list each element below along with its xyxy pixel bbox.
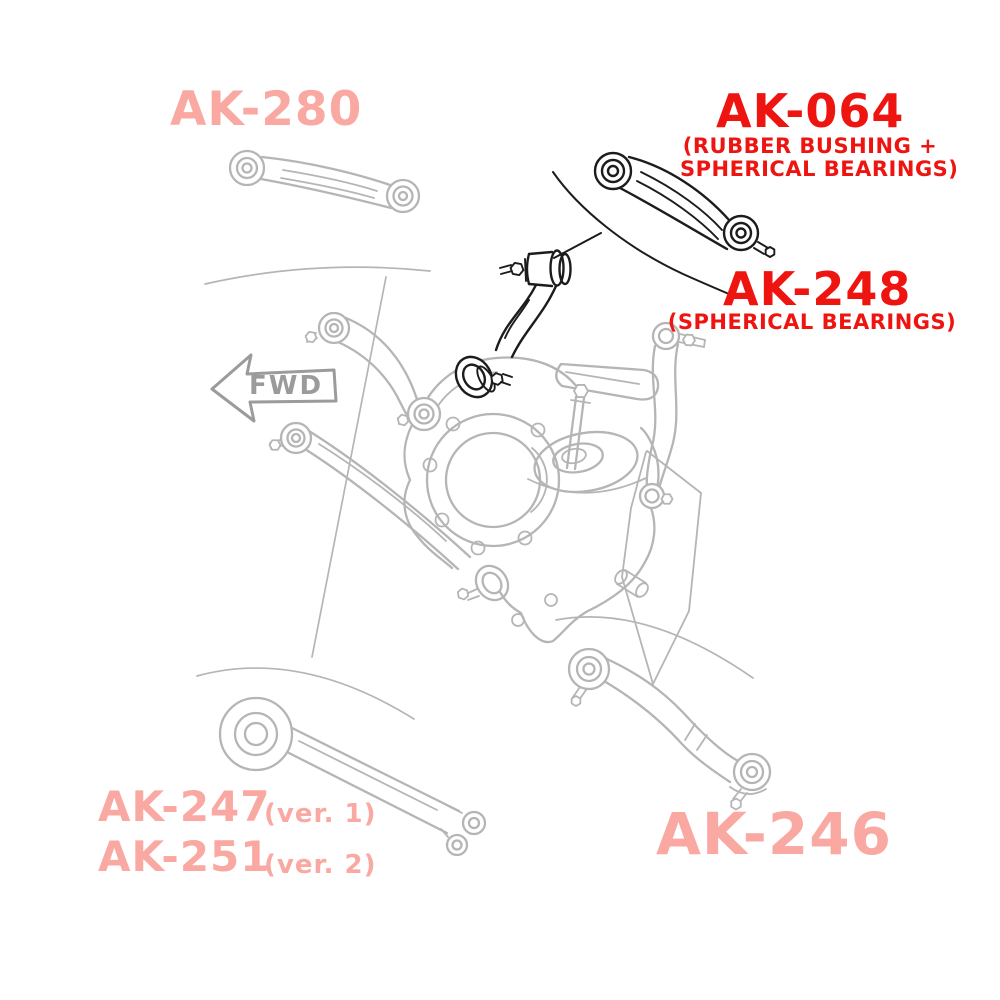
part-note-ak248: (SPHERICAL BEARINGS)	[667, 310, 957, 334]
fwd-arrow	[210, 353, 338, 423]
part-label-ak064: AK-064	[716, 84, 905, 138]
leader-line	[552, 171, 737, 298]
ak280-arm-illustration	[228, 149, 421, 214]
fwd-arrow-label: FWD	[249, 371, 324, 401]
trailing-arm-illustration	[218, 696, 487, 857]
part-note-ak064-line2: SPHERICAL BEARINGS)	[680, 157, 959, 181]
part-label-ak251: AK-251	[98, 832, 271, 881]
ak064-camber-arm-illustration	[593, 151, 776, 258]
ak248-end-link-illustration	[454, 249, 572, 399]
part-version-ak251: (ver. 2)	[264, 850, 377, 880]
toe-arm-illustration	[567, 647, 772, 811]
splash-guard-illustration	[614, 450, 702, 685]
part-label-ak248: AK-248	[723, 262, 912, 316]
knuckle-assembly-illustration	[268, 311, 706, 644]
part-note-ak064-line1: (RUBBER BUSHING +	[682, 134, 938, 158]
part-label-ak280: AK-280	[170, 82, 363, 137]
part-label-ak246: AK-246	[656, 800, 892, 868]
part-version-ak247: (ver. 1)	[264, 799, 377, 829]
part-label-ak247: AK-247	[98, 782, 271, 831]
